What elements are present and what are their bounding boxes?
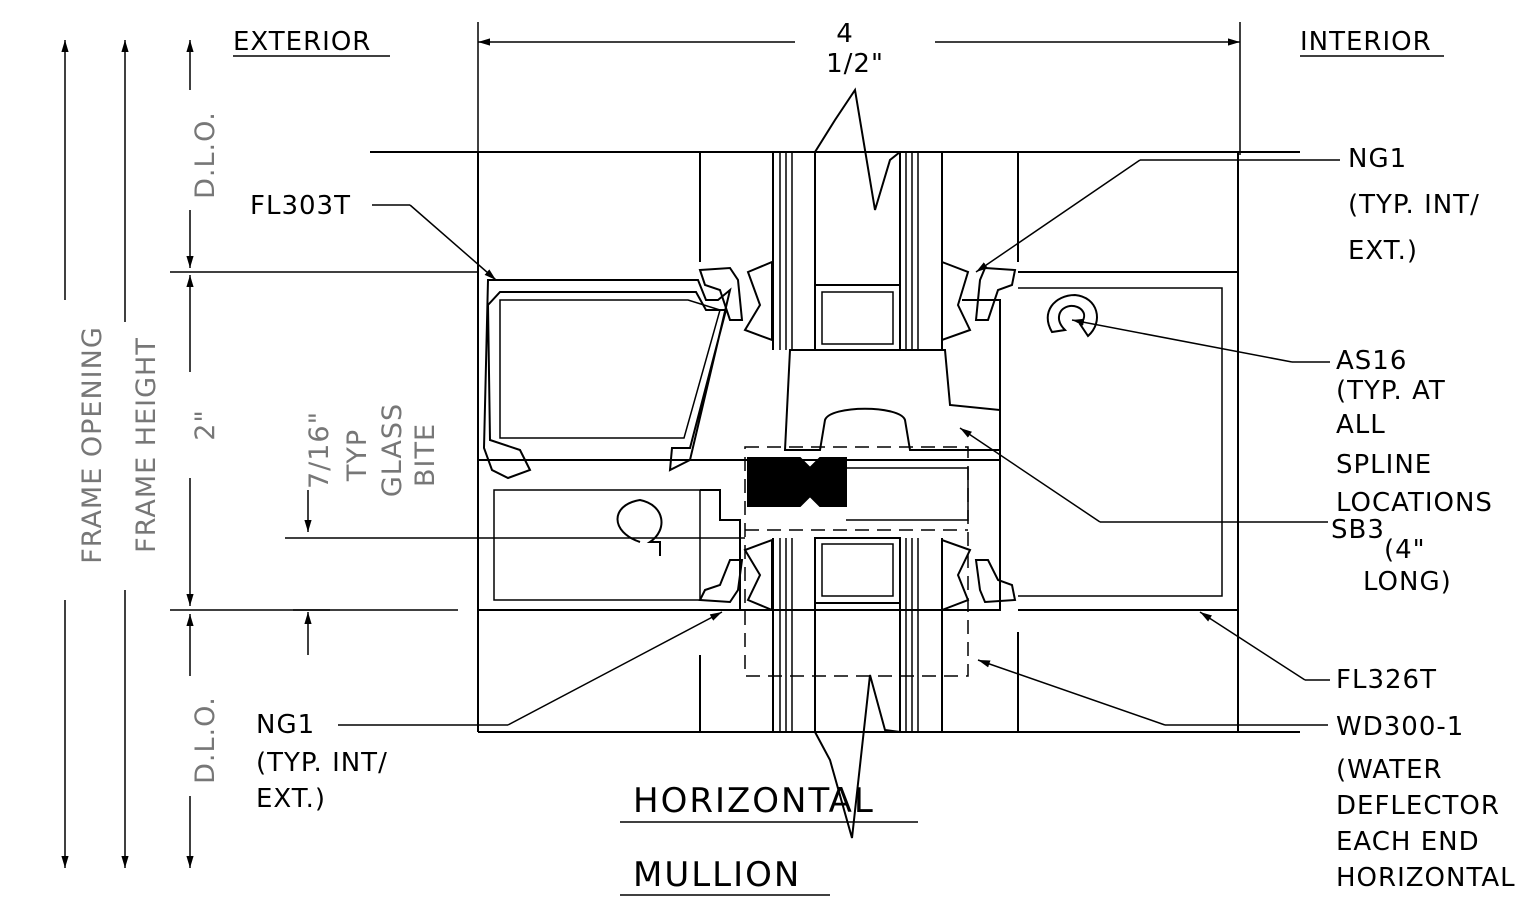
sb3-label-2: (4"	[1384, 535, 1426, 565]
width-dimension: 4 1/2"	[477, 19, 1241, 270]
as16-right-spline	[1046, 293, 1098, 338]
fl326t-label: FL326T	[1336, 665, 1437, 695]
fl303t-label: FL303T	[250, 191, 351, 221]
ng1-gaskets	[698, 260, 1017, 612]
upper-glass-unit	[772, 87, 943, 351]
ng1-bottom-label-2: (TYP. INT/	[256, 748, 388, 778]
leaders	[338, 159, 1340, 726]
frame-height-label: FRAME HEIGHT	[131, 337, 162, 553]
ng1-top-label-3: EXT.)	[1348, 236, 1418, 266]
exterior-label: EXTERIOR	[233, 27, 371, 57]
ng1-bottom-label-3: EXT.)	[256, 784, 326, 814]
width-dim-text-1: 4	[836, 19, 854, 49]
wd300-water-deflector	[744, 446, 969, 677]
ng1-bottom-label-1: NG1	[256, 710, 315, 740]
ng1-top-label-1: NG1	[1348, 144, 1407, 174]
fl303t-profile	[482, 279, 732, 480]
wd300-label-4: EACH END	[1336, 827, 1480, 857]
wd300-label-1: WD300-1	[1336, 712, 1464, 742]
wd300-label-3: DEFLECTOR	[1336, 791, 1500, 821]
sb3-label-3: LONG)	[1363, 567, 1452, 597]
dlo-bottom-label: D.L.O.	[190, 696, 221, 784]
ng1-top-label-2: (TYP. INT/	[1348, 190, 1480, 220]
wd300-label-5: HORIZONTAL	[1336, 863, 1516, 893]
width-dim-text-2: 1/2"	[826, 49, 884, 79]
interior-label: INTERIOR	[1300, 27, 1432, 57]
title-line-2: MULLION	[633, 855, 801, 895]
glass-bite-typ-label: TYP	[342, 429, 373, 482]
as16-label-5: LOCATIONS	[1336, 488, 1493, 518]
wd300-label-2: (WATER	[1336, 755, 1443, 785]
height-2in-label: 2"	[190, 409, 221, 441]
glass-bite-dim-label: 7/16"	[304, 411, 335, 489]
sb3-label-1: SB3	[1331, 515, 1385, 545]
thermal-break	[747, 457, 847, 507]
as16-label-2: (TYP. AT	[1336, 376, 1446, 406]
as16-label-1: AS16	[1336, 346, 1407, 376]
as16-label-4: SPLINE	[1336, 450, 1432, 480]
glass-bite-dimension	[285, 490, 745, 655]
frame-opening-label: FRAME OPENING	[77, 326, 108, 563]
title-line-1: HORIZONTAL	[633, 781, 875, 821]
as16-label-3: ALL	[1336, 410, 1386, 440]
glass-bite-glass-label: GLASS	[377, 403, 408, 497]
dlo-top-label: D.L.O.	[190, 111, 221, 199]
lower-glass-unit	[772, 537, 943, 839]
mullion-section	[370, 87, 1300, 839]
glass-bite-bite-label: BITE	[410, 423, 441, 487]
as16-left-spline	[616, 498, 663, 556]
sb3-setting-block	[783, 349, 1001, 451]
